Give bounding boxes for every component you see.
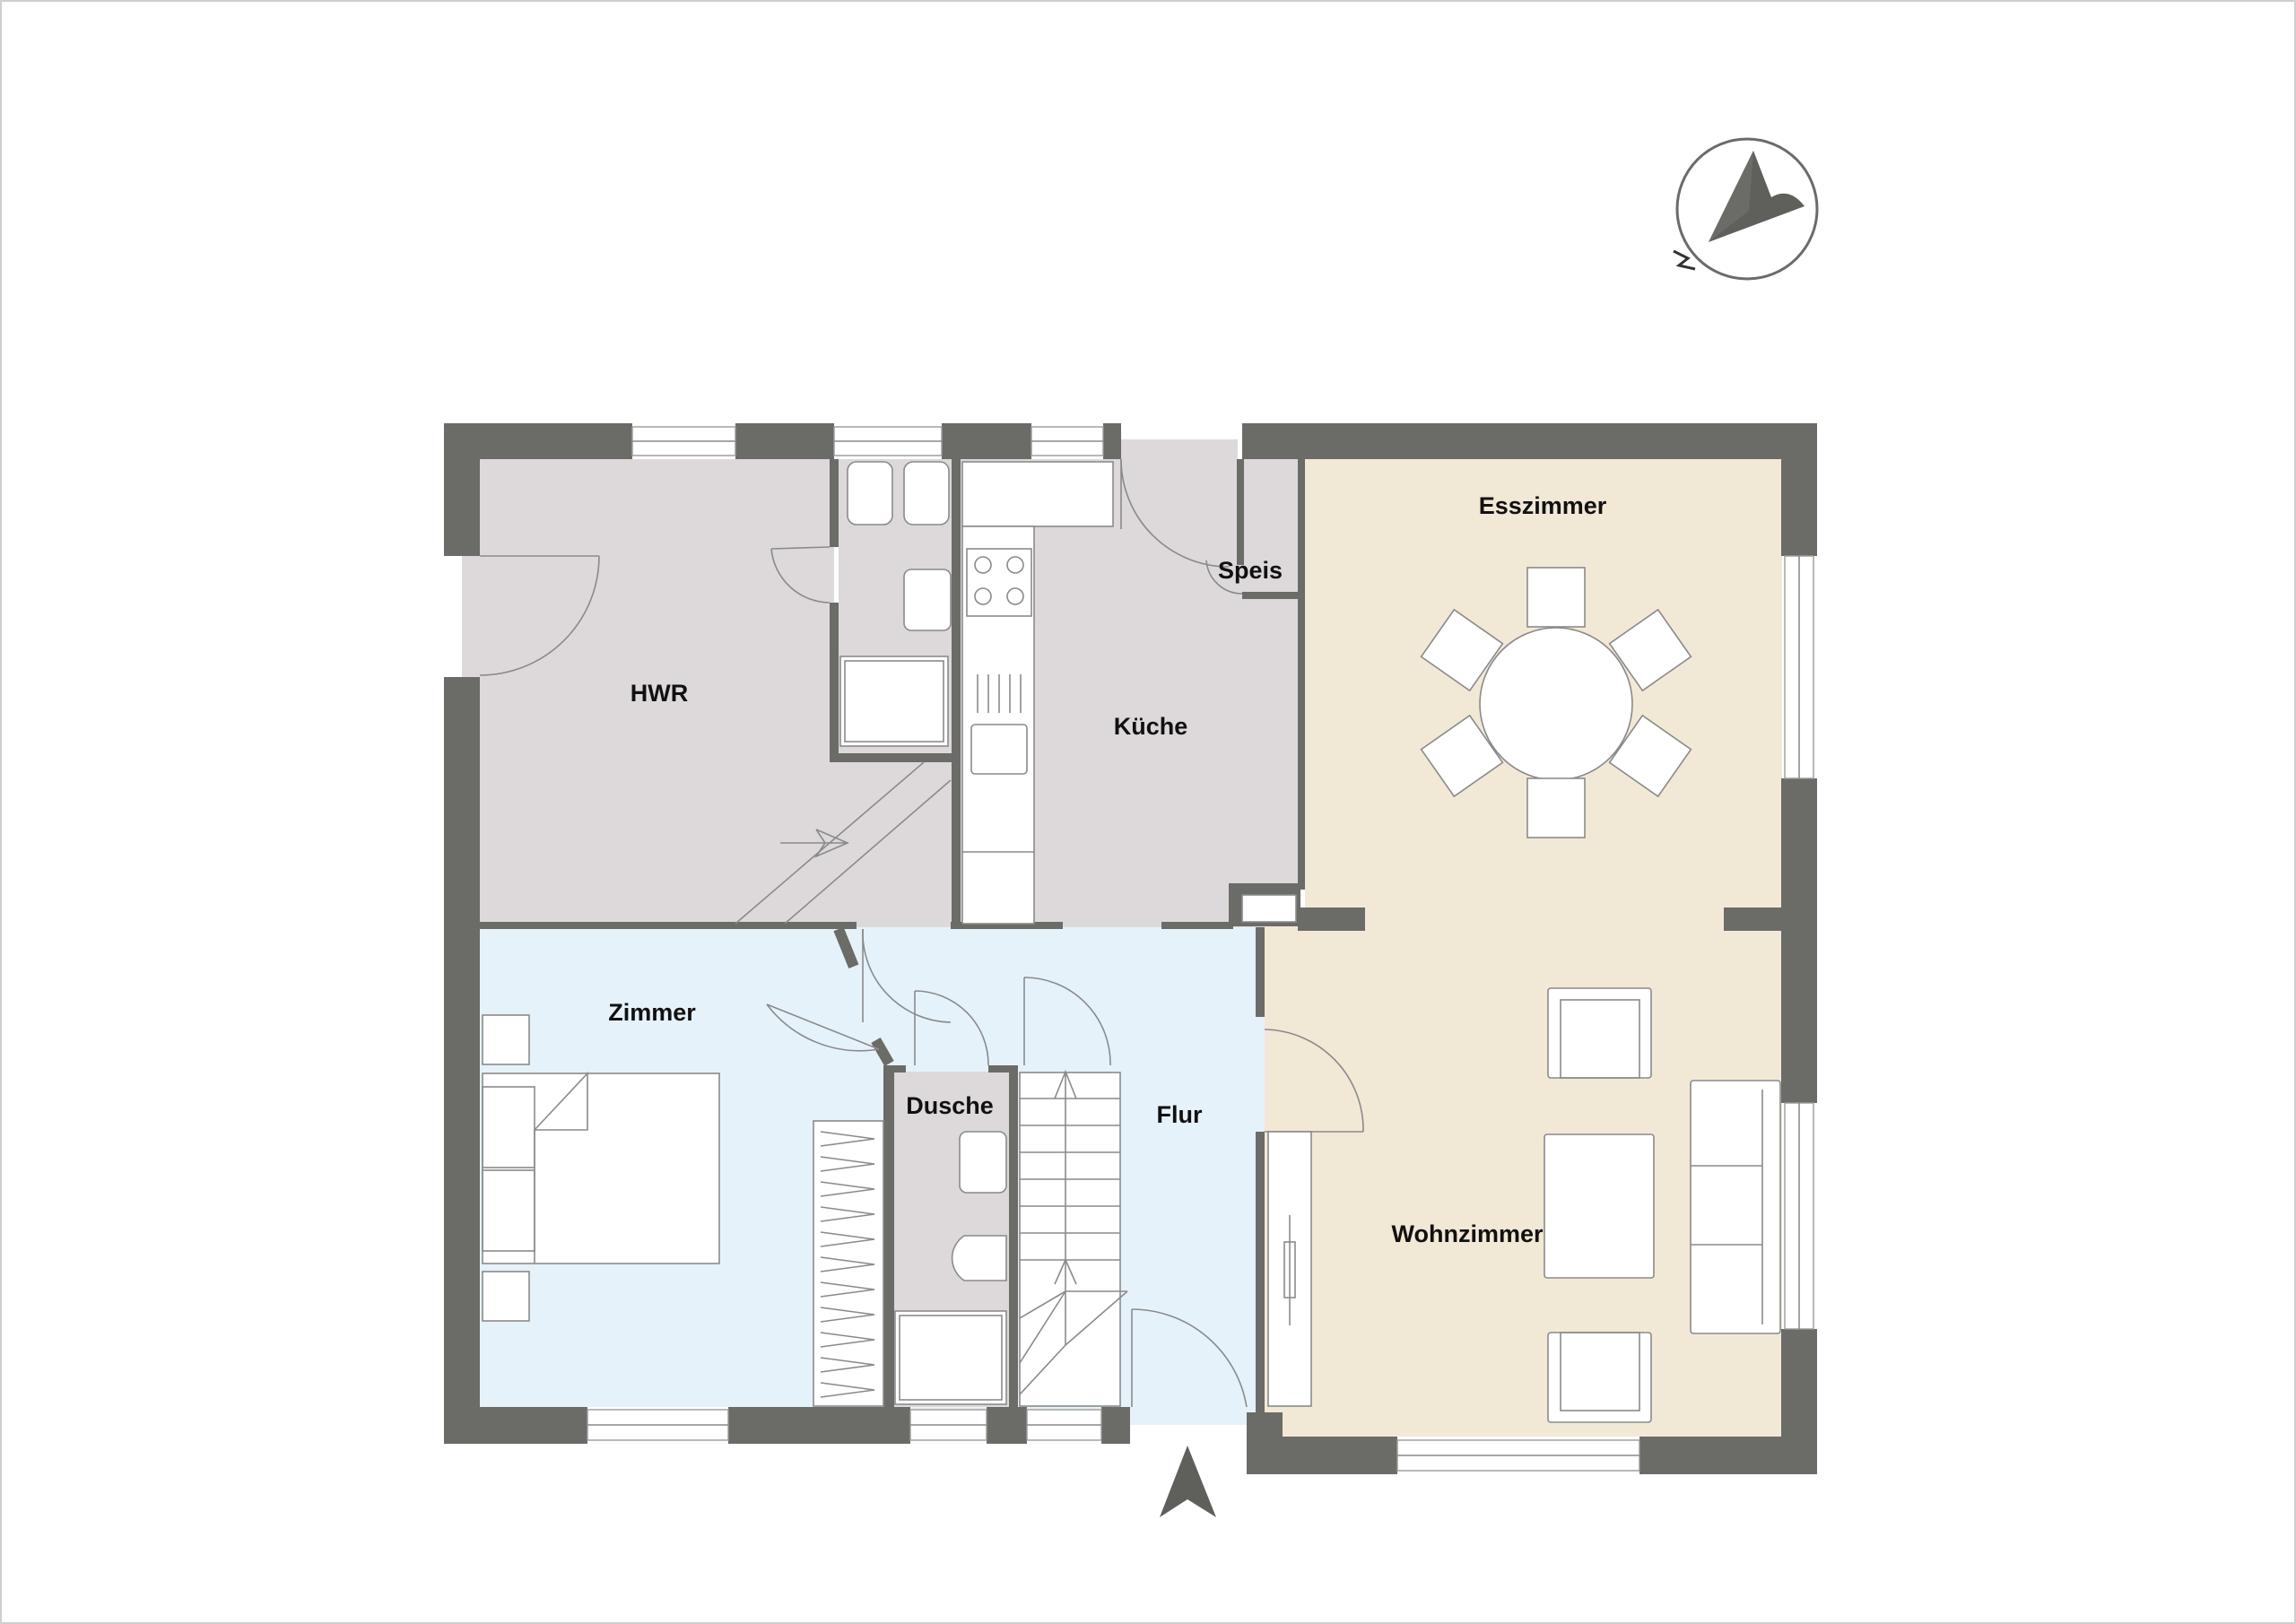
staircase [1019, 1069, 1128, 1407]
north-arrow-icon [1673, 137, 1819, 281]
wall-segment [952, 922, 961, 929]
label-speis: Speis [1218, 557, 1283, 584]
armchair [1547, 1332, 1652, 1423]
label-esszimmer: Esszimmer [1479, 492, 1607, 519]
label-kueche: Küche [1114, 713, 1188, 740]
shower-tray-icon [839, 656, 949, 747]
kitchen-sink-icon [970, 724, 1028, 775]
label-zimmer: Zimmer [608, 999, 696, 1026]
wall-segment [480, 922, 857, 929]
sink-icon [903, 569, 952, 631]
sofa [1690, 1080, 1781, 1334]
room-labels: HWR Küche Speis Esszimmer Zimmer Dusche … [608, 492, 1607, 1247]
shower-tray-icon [894, 1310, 1007, 1405]
wall-segment [444, 1407, 587, 1444]
dining-table [1479, 627, 1633, 781]
wall-segment [1009, 1065, 1018, 1407]
label-hwr: HWR [631, 680, 688, 707]
wall-segment [833, 926, 859, 968]
dining-chair [1526, 777, 1586, 838]
wall-segment [942, 423, 1031, 459]
wall-segment [987, 1407, 1027, 1444]
wall-segment [883, 1065, 894, 1407]
wall-segment [1298, 908, 1365, 931]
toilet-icon [847, 461, 893, 525]
sink-icon [959, 1131, 1007, 1194]
wall-segment [951, 922, 1063, 929]
wall-segment [830, 753, 959, 762]
wall-segment [728, 1407, 910, 1444]
wall-segment [1781, 778, 1817, 1103]
wall-segment [1724, 908, 1787, 931]
dining-chair [1608, 608, 1692, 692]
stairs-direction-arrow-icon [1054, 1069, 1077, 1099]
doors [479, 458, 1364, 1408]
wall-segment [1237, 459, 1244, 565]
fixtures [482, 461, 1781, 1423]
label-flur: Flur [1157, 1101, 1203, 1128]
wall-segment [444, 677, 480, 1444]
floor-speis [1242, 459, 1298, 594]
wall-segment [1161, 922, 1233, 929]
floor-hwr [480, 459, 834, 927]
dining-chair [1608, 714, 1692, 798]
nightstand [482, 1271, 530, 1322]
drainboard-icon [977, 674, 1022, 713]
wall-segment [1247, 1412, 1283, 1474]
wall-segment [1298, 459, 1305, 890]
floor-hwr-stairs [834, 758, 959, 927]
wardrobe-hangers [820, 1131, 875, 1398]
windows [587, 426, 1814, 1472]
dining-chair [1420, 714, 1504, 798]
dining-chair [1526, 567, 1586, 628]
dining-chair [1420, 608, 1504, 692]
bidet-icon [903, 461, 950, 525]
wall-segment [988, 1065, 1013, 1073]
nightstand [482, 1014, 530, 1065]
stairs-direction-arrow-icon [813, 829, 850, 858]
wall-segment [1247, 423, 1817, 459]
wall-segment [1103, 423, 1121, 459]
coffee-table [1544, 1133, 1655, 1279]
double-bed [482, 1073, 720, 1264]
wall-segment [1242, 592, 1298, 599]
kitchen-counter [961, 461, 1114, 527]
wall-segment [952, 459, 961, 929]
wall-segment [1639, 1437, 1817, 1474]
armchair [1547, 987, 1652, 1079]
wall-segment [883, 1065, 906, 1073]
wall-segment [1101, 1407, 1130, 1444]
wall-segment [735, 423, 834, 459]
stove-icon [966, 548, 1032, 617]
entrance-arrow-icon [1160, 1446, 1216, 1517]
wall-segment [871, 1038, 894, 1066]
wall-segment [1256, 927, 1265, 1017]
label-dusche: Dusche [906, 1092, 994, 1119]
label-wohnzimmer: Wohnzimmer [1391, 1220, 1544, 1247]
floor-back-door [1121, 439, 1238, 462]
wall-segment [1781, 423, 1817, 556]
walls [444, 423, 1817, 1474]
wall-segment [830, 603, 839, 762]
wall-segment [1256, 1132, 1265, 1412]
toilet-icon [951, 1235, 1007, 1281]
floor-side-door [462, 556, 484, 677]
basement-stairs [735, 761, 952, 925]
wall-segment [830, 459, 839, 547]
speis-shelf [1241, 894, 1297, 923]
wall-segment [444, 423, 480, 556]
